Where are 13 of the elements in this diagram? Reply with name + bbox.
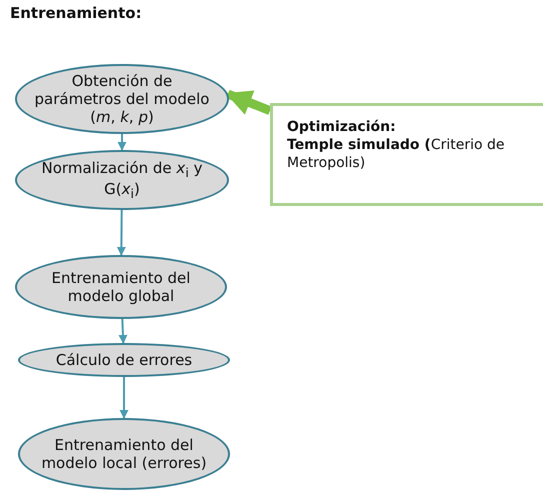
note-heading: Optimización: xyxy=(287,118,397,136)
note-box xyxy=(270,103,543,206)
arrow xyxy=(116,210,126,256)
arrow xyxy=(118,318,128,344)
arrow xyxy=(120,377,128,419)
step-label: Entrenamiento del modelo local (errores) xyxy=(40,436,208,472)
diagram-title: Entrenamiento: xyxy=(10,4,142,22)
note-text: Temple simulado (Criterio de Metropolis) xyxy=(287,136,506,173)
arrow xyxy=(118,134,126,151)
step-label: Normalización de x$_{i}$ y G(x$_{i}$) xyxy=(40,159,204,201)
step-label: Entrenamiento del modelo global xyxy=(50,269,192,305)
step-label: Obtención de parámetros del modelo (m, k, p) xyxy=(34,72,210,126)
step-label: Cálculo de errores xyxy=(56,351,192,369)
